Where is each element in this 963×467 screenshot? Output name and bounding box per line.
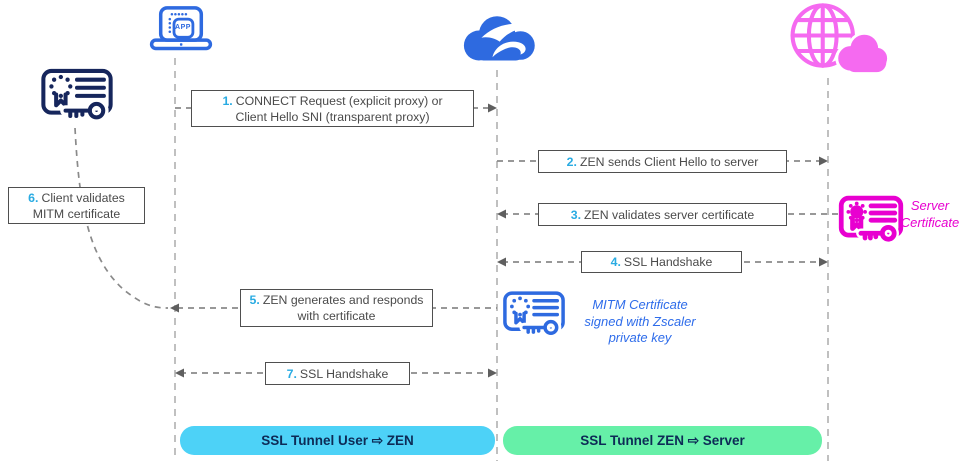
msg2-arrowhead-right xyxy=(819,156,828,166)
message-6-box: 6.Client validates MITM certificate xyxy=(8,187,145,224)
message-4-text: SSL Handshake xyxy=(623,255,713,269)
certificate-seal xyxy=(850,205,864,219)
message-6-text-line1: Client validates xyxy=(41,190,125,205)
client-mitm-certificate-icon xyxy=(40,66,114,123)
server-certificate-label: Server Certificate xyxy=(900,198,960,230)
internet-globe-cloud-icon xyxy=(790,3,890,76)
app-badge-label: APP xyxy=(175,24,191,31)
message-4-box: 4.SSL Handshake xyxy=(581,251,742,273)
msg1-arrowhead-right xyxy=(488,103,497,113)
msg7-arrowhead-left xyxy=(175,368,184,378)
message-6-text-line2: MITM certificate xyxy=(32,206,121,221)
msg4-arrowhead-left xyxy=(497,257,506,267)
message-2-number: 2. xyxy=(566,154,577,169)
message-2-box: 2.ZEN sends Client Hello to server xyxy=(538,150,787,173)
message-1-number: 1. xyxy=(222,93,233,108)
tunnel-zen-server-bar: SSL Tunnel ZEN ⇨ Server xyxy=(503,426,822,455)
message-1-text-line2: Client Hello SNI (transparent proxy) xyxy=(235,109,430,124)
message-5-box: 5.ZEN generates and responds with certif… xyxy=(240,289,433,327)
zen-mitm-certificate-icon xyxy=(502,289,566,338)
message-2-text: ZEN sends Client Hello to server xyxy=(579,154,759,169)
message-3-number: 3. xyxy=(570,207,582,222)
msg3-arrowhead-left xyxy=(497,209,506,219)
message-1-box: 1.CONNECT Request (explicit proxy) or Cl… xyxy=(191,90,474,127)
message-5-text-line2: with certificate xyxy=(297,309,376,323)
msg5-arrowhead-left xyxy=(170,303,179,313)
msg7-arrowhead-right xyxy=(488,368,497,378)
message-7-text: SSL Handshake xyxy=(299,366,389,381)
zscaler-cloud-logo xyxy=(463,16,538,61)
msg4-arrowhead-right xyxy=(819,257,828,267)
server-certificate-icon xyxy=(838,194,904,244)
message-7-number: 7. xyxy=(286,366,297,381)
message-5-text-line1: ZEN generates and responds xyxy=(262,293,424,307)
message-5-number: 5. xyxy=(249,293,260,307)
message-1-text-line1: CONNECT Request (explicit proxy) or xyxy=(235,93,443,108)
client-laptop-app-icon xyxy=(149,6,213,51)
mitm-certificate-label: MITM Certificate signed with Zscaler pri… xyxy=(584,297,696,345)
message-4-number: 4. xyxy=(610,255,621,269)
message-3-box: 3.ZEN validates server certificate xyxy=(538,203,787,226)
tunnel-user-zen-bar: SSL Tunnel User ⇨ ZEN xyxy=(180,426,495,455)
message-6-number: 6. xyxy=(28,190,39,205)
message-3-text: ZEN validates server certificate xyxy=(584,207,755,222)
message-7-box: 7.SSL Handshake xyxy=(265,362,410,385)
